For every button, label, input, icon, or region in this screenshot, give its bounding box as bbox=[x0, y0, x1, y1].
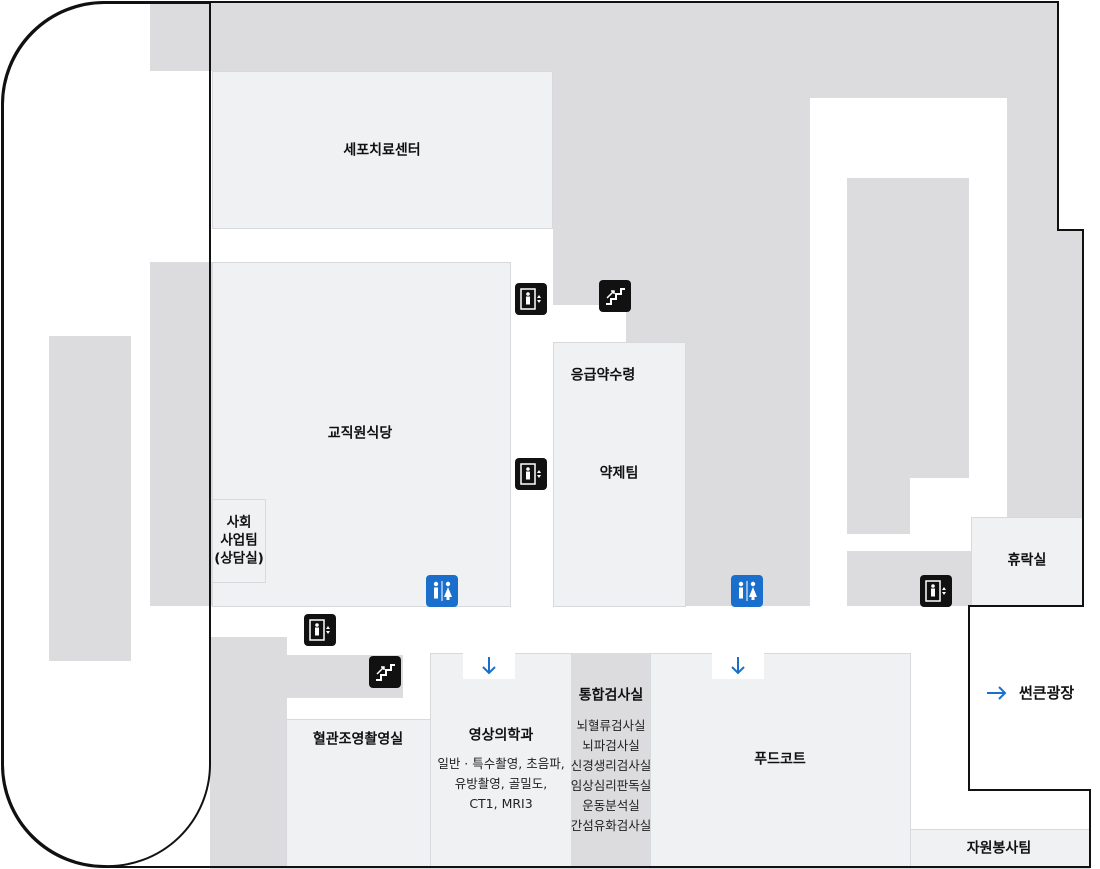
exit-label: 썬큰광장 bbox=[1019, 684, 1075, 702]
radiology-detail-line: 유방촬영, 골밀도, bbox=[454, 776, 548, 791]
label-emergency-pharmacy: 응급약수령 bbox=[570, 367, 636, 384]
gray-area-east-inner bbox=[847, 178, 969, 534]
label-social-work: 사회 사업팀 (상담실) bbox=[214, 514, 264, 568]
stairs-icon[interactable] bbox=[369, 656, 401, 688]
radiology-detail-line: CT1, MRI3 bbox=[469, 796, 533, 811]
label-pharmacy-team: 약제팀 bbox=[599, 465, 639, 482]
integrated-test-detail-line: 신경생리검사실 bbox=[570, 758, 652, 773]
label-angiography: 혈관조영촬영실 bbox=[312, 731, 404, 748]
west-wing bbox=[1, 1, 211, 868]
entrance-food-court bbox=[712, 653, 764, 679]
integrated-test-detail-line: 임상심리판독실 bbox=[570, 778, 652, 793]
gray-area-west-strip bbox=[150, 262, 212, 606]
integrated-test-detail-line: 간섬유화검사실 bbox=[570, 818, 652, 833]
label-integrated-test: 통합검사실 bbox=[578, 687, 644, 704]
stairs-icon[interactable] bbox=[599, 280, 631, 312]
elevator-icon[interactable] bbox=[920, 575, 952, 607]
exit-sunken-plaza[interactable]: 썬큰광장 bbox=[985, 682, 1074, 703]
arrow-down-icon bbox=[482, 657, 496, 675]
label-lounge: 휴락실 bbox=[1007, 552, 1047, 569]
elevator-icon[interactable] bbox=[304, 614, 336, 646]
restroom-icon[interactable] bbox=[426, 575, 458, 607]
label-cell-therapy: 세포치료센터 bbox=[343, 142, 421, 159]
restroom-icon[interactable] bbox=[731, 575, 763, 607]
integrated-test-detail-line: 뇌혈류검사실 bbox=[576, 718, 646, 733]
label-volunteer-team: 자원봉사팀 bbox=[966, 840, 1032, 857]
label-radiology: 영상의학과 bbox=[468, 727, 534, 744]
gray-area-far-west bbox=[49, 336, 131, 661]
room-lounge[interactable] bbox=[971, 517, 1084, 606]
room-radiology[interactable] bbox=[430, 653, 572, 869]
corridor-east-notch bbox=[910, 478, 970, 534]
room-pharmacy[interactable] bbox=[553, 342, 686, 607]
gray-area-southwest bbox=[210, 637, 287, 869]
room-social-work[interactable] bbox=[212, 499, 266, 583]
radiology-details: 일반 · 특수촬영, 초음파, 유방촬영, 골밀도, CT1, MRI3 bbox=[437, 754, 564, 814]
elevator-icon[interactable] bbox=[515, 458, 547, 490]
elevator-icon[interactable] bbox=[515, 283, 547, 315]
entrance-radiology bbox=[463, 653, 515, 679]
integrated-test-detail-line: 운동분석실 bbox=[582, 798, 640, 813]
label-food-court: 푸드코트 bbox=[754, 751, 806, 768]
radiology-detail-line: 일반 · 특수촬영, 초음파, bbox=[437, 756, 565, 771]
label-staff-cafeteria: 교직원식당 bbox=[327, 425, 393, 442]
integrated-test-details: 뇌혈류검사실 뇌파검사실 신경생리검사실 임상심리판독실 운동분석실 간섬유화검… bbox=[571, 716, 652, 836]
arrow-down-icon bbox=[731, 657, 745, 675]
arrow-right-icon bbox=[987, 685, 1007, 700]
room-integrated-test[interactable] bbox=[571, 653, 651, 869]
room-cell-therapy[interactable] bbox=[212, 71, 553, 229]
integrated-test-detail-line: 뇌파검사실 bbox=[582, 738, 640, 753]
room-angiography[interactable] bbox=[286, 719, 432, 869]
